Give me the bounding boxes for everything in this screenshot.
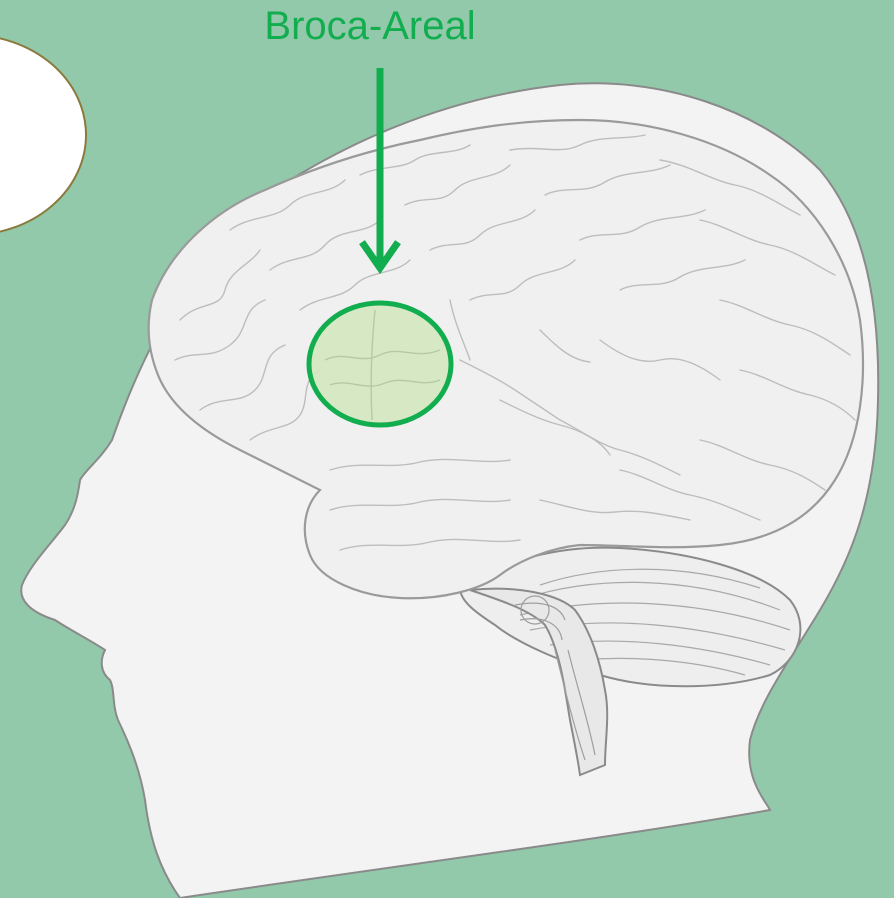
broca-area-highlight (309, 303, 451, 425)
broca-area-label: Broca-Areal (240, 2, 500, 50)
